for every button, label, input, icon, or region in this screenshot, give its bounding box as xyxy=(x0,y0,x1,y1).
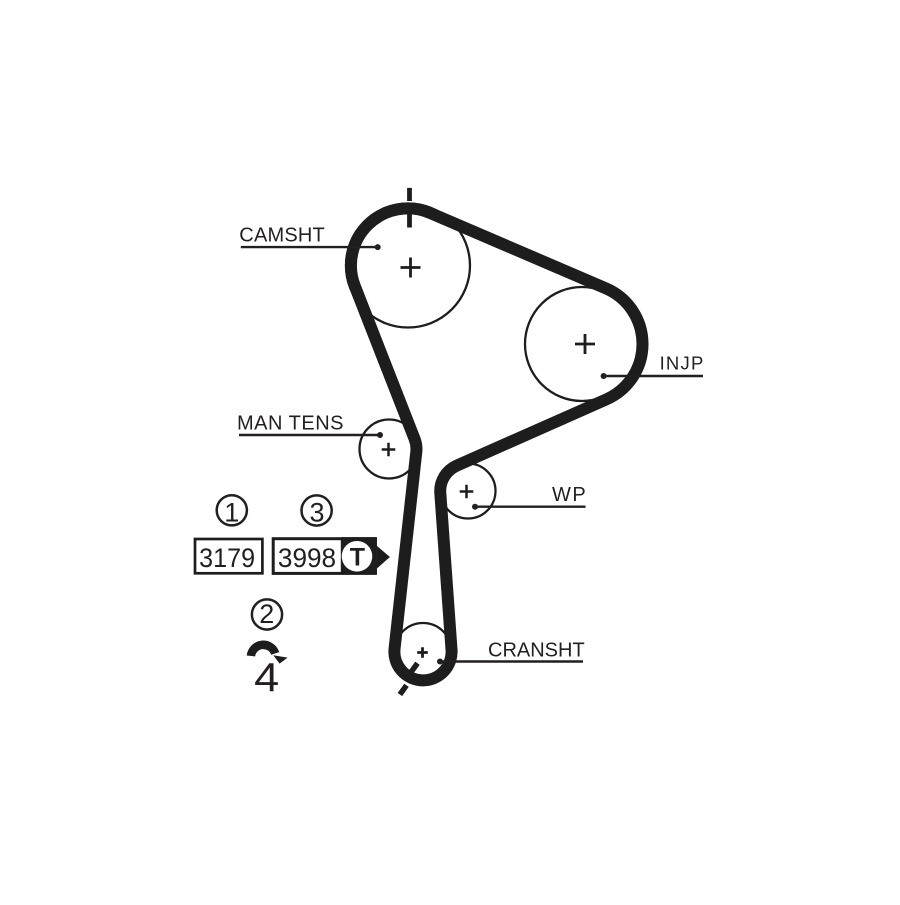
svg-text:4: 4 xyxy=(254,655,279,701)
svg-text:2: 2 xyxy=(259,599,274,629)
svg-text:T: T xyxy=(350,544,365,572)
svg-text:INJP: INJP xyxy=(660,353,705,374)
svg-text:WP: WP xyxy=(552,484,587,506)
svg-text:MAN TENS: MAN TENS xyxy=(237,412,344,434)
svg-text:1: 1 xyxy=(224,497,239,527)
svg-text:CRANSHT: CRANSHT xyxy=(488,639,585,661)
svg-text:CAMSHT: CAMSHT xyxy=(239,225,325,247)
svg-text:3: 3 xyxy=(309,497,324,527)
svg-text:3179: 3179 xyxy=(199,542,255,573)
svg-text:3998: 3998 xyxy=(278,543,336,573)
